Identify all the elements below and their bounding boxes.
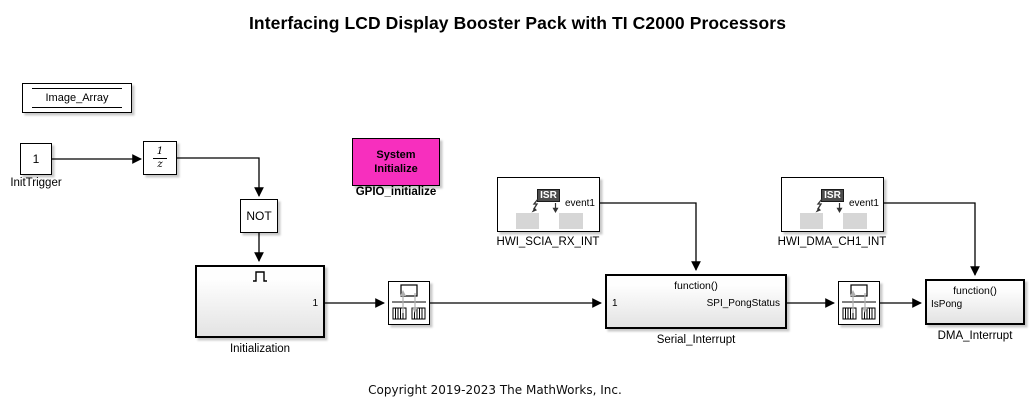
output-port-1: 1 [312, 298, 318, 309]
isr-badge: ISR [537, 189, 560, 202]
datastore-bottom-line [32, 107, 122, 108]
unit-delay-fraction: 1 z [153, 146, 167, 169]
block-label-initialization: Initialization [229, 343, 291, 355]
datastore-name: Image_Array [45, 92, 109, 104]
constant-value: 1 [32, 152, 40, 166]
pulse-trigger-icon [253, 271, 267, 282]
block-hwi-scia-rx-int[interactable]: ISR event1 [497, 177, 600, 232]
system-initialize-text: System Initialize [374, 148, 417, 177]
isr-badge: ISR [821, 189, 844, 202]
system-initialize-line1: System [376, 148, 416, 161]
wire-scia-event1-to-serial [600, 202, 701, 271]
rate-transition-icon [392, 284, 426, 320]
trigger-port-function: function() [674, 280, 718, 292]
block-not-operator[interactable]: NOT [240, 199, 278, 233]
output-port-spi-pongstatus: SPI_PongStatus [706, 298, 780, 309]
isr-pad-left [800, 213, 823, 229]
block-label-serial-interrupt: Serial_Interrupt [656, 334, 736, 346]
fraction-denominator: z [153, 157, 167, 170]
block-dma-interrupt[interactable]: function() IsPong [925, 279, 1025, 325]
not-text: NOT [246, 209, 272, 223]
block-label-hwi-scia: HWI_SCIA_RX_INT [496, 236, 600, 248]
copyright-annotation: Copyright 2019-2023 The MathWorks, Inc. [368, 383, 622, 397]
block-unit-delay[interactable]: 1 z [143, 141, 177, 175]
block-hwi-dma-ch1-int[interactable]: ISR event1 [781, 177, 884, 232]
rate-transition-icon [842, 284, 876, 320]
isr-icon-graphics [815, 198, 843, 213]
input-port-1: 1 [612, 298, 618, 309]
input-port-ispong: IsPong [931, 299, 963, 310]
block-label-dma-interrupt: DMA_Interrupt [937, 330, 1013, 342]
datastore-top-line [32, 88, 122, 89]
output-port-event1: event1 [564, 198, 595, 209]
wire-dma-event1-to-dmainterrupt [884, 202, 980, 276]
block-serial-interrupt[interactable]: function() 1 SPI_PongStatus [605, 274, 787, 329]
block-initialization[interactable]: 1 [195, 265, 325, 338]
trigger-port-function: function() [953, 285, 997, 297]
block-init-trigger-constant[interactable]: 1 [20, 143, 52, 175]
lightning-icon [532, 198, 539, 210]
fraction-numerator: 1 [156, 145, 164, 158]
lightning-icon [816, 198, 823, 210]
block-system-initialize[interactable]: System Initialize [352, 138, 440, 186]
down-arrow-icon-tip [552, 207, 559, 213]
block-label-init-trigger: InitTrigger [10, 177, 62, 189]
block-label-hwi-dma: HWI_DMA_CH1_INT [777, 236, 887, 248]
block-rate-transition-2[interactable] [838, 281, 880, 325]
lightning-icon-tip [815, 207, 821, 213]
lightning-icon-tip [531, 207, 537, 213]
isr-pad-right [559, 213, 583, 229]
isr-pad-left [516, 213, 539, 229]
output-port-event1: event1 [848, 198, 879, 209]
isr-icon-graphics [531, 198, 559, 213]
block-label-gpio-initialize: GPIO_initialize [355, 186, 437, 198]
down-arrow-icon-tip [836, 207, 843, 213]
model-title: Interfacing LCD Display Booster Pack wit… [248, 13, 787, 33]
isr-pad-right [843, 213, 867, 229]
wire-unitdelay-to-not [177, 157, 264, 197]
block-rate-transition-1[interactable] [388, 281, 430, 325]
system-initialize-line2: Initialize [374, 163, 418, 175]
block-image-array[interactable]: Image_Array [22, 83, 132, 113]
